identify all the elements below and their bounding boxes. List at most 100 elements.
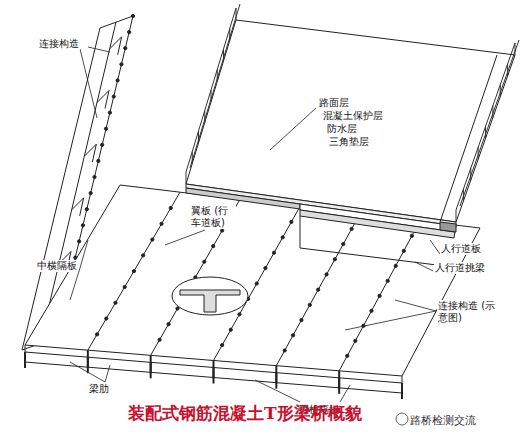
stroke [150,362,152,378]
sidewalk-edge [440,55,497,222]
joint-dot [169,206,172,209]
stroke [186,8,236,172]
joint-dot [333,258,336,261]
stroke [229,29,230,41]
step [300,216,301,248]
stroke [485,127,486,139]
joint-dot [78,240,81,243]
joint-dot [93,175,96,178]
stroke [92,144,96,162]
joint-dot [386,279,389,282]
joint-dot [142,254,145,257]
joint-dot [283,349,286,352]
stroke [492,106,493,118]
stroke [515,43,516,55]
joint-dot [342,242,345,245]
stroke [339,221,420,371]
stroke [211,90,212,102]
stroke [88,192,180,350]
joint-dot [176,307,179,310]
joint-dot [95,333,98,336]
stroke [401,383,403,399]
joint-dot [114,301,117,304]
part-label: 人行道板 [440,243,482,255]
stroke [198,131,199,143]
joint-dot [212,245,215,248]
leader-lines [70,47,440,402]
joint-dot [325,273,328,276]
joint-dot [97,159,100,162]
stroke [151,199,240,355]
joint-dot [308,303,311,306]
part-label: 人行道挑梁 [434,262,486,274]
stroke [192,152,193,164]
joint-dot [105,317,108,320]
joint-dot [238,313,241,316]
joint-dot [132,270,135,273]
joint-dot [203,260,206,263]
joint-dot [402,249,405,252]
joint-dot [272,251,275,254]
joint-dot [128,30,131,33]
part-label: 中横隔板 [36,260,78,272]
joint-dot [264,267,267,270]
joint-dot [350,227,353,230]
part-label: 梁肋 [88,383,110,395]
stroke [217,70,218,82]
joint-dot [317,288,320,291]
stroke [478,147,479,159]
stroke [186,172,187,184]
joint-dot [290,220,293,223]
joint-dot [81,224,84,227]
stroke [105,91,109,109]
joint-dot [255,282,258,285]
stroke [213,368,215,384]
part-label: 路面层 [318,97,350,109]
joint-dot [101,143,104,146]
stroke [507,64,508,76]
joint-dot [346,354,349,357]
step [300,248,445,266]
stroke [460,40,519,206]
joint-dot [229,328,232,331]
joint-dot [112,95,115,98]
part-label: 翼板 (行车道板) [190,205,236,229]
part-label: 混凝土保护层 [322,110,384,122]
sidewalk-slab [440,222,456,232]
joint-dot [104,127,107,130]
part-label: 三角垫层 [328,136,370,148]
joint-dot [221,344,224,347]
joint-dot [378,294,381,297]
joint-dot [123,285,126,288]
stroke [275,373,277,389]
stroke [118,37,122,55]
joint-dot [89,192,92,195]
joint-dot [291,334,294,337]
joint-dot [394,264,397,267]
joint-dot [354,339,357,342]
joint-dot [221,229,224,232]
stroke [80,198,84,216]
wm-icon [396,413,408,425]
railings [186,4,519,222]
joint-dot [131,14,134,17]
t-section [180,290,240,312]
caption: 装配式钢筋混凝土T形梁桥概貌 [128,402,362,425]
joint-dot [108,111,111,114]
stroke [338,378,340,394]
joint-dot [410,234,413,237]
stroke [500,85,501,97]
joint-dot [300,318,303,321]
stroke [236,8,237,20]
joint-dot [167,323,170,326]
joint-dot [116,79,119,82]
stroke [24,352,26,368]
stroke [190,4,240,168]
stroke [463,189,464,201]
joint-dot [370,309,373,312]
part-label: 防水层 [326,123,358,135]
part-label: 连接构造 (示意图) [437,300,497,324]
watermark: 路桥检测交流 [410,413,476,428]
